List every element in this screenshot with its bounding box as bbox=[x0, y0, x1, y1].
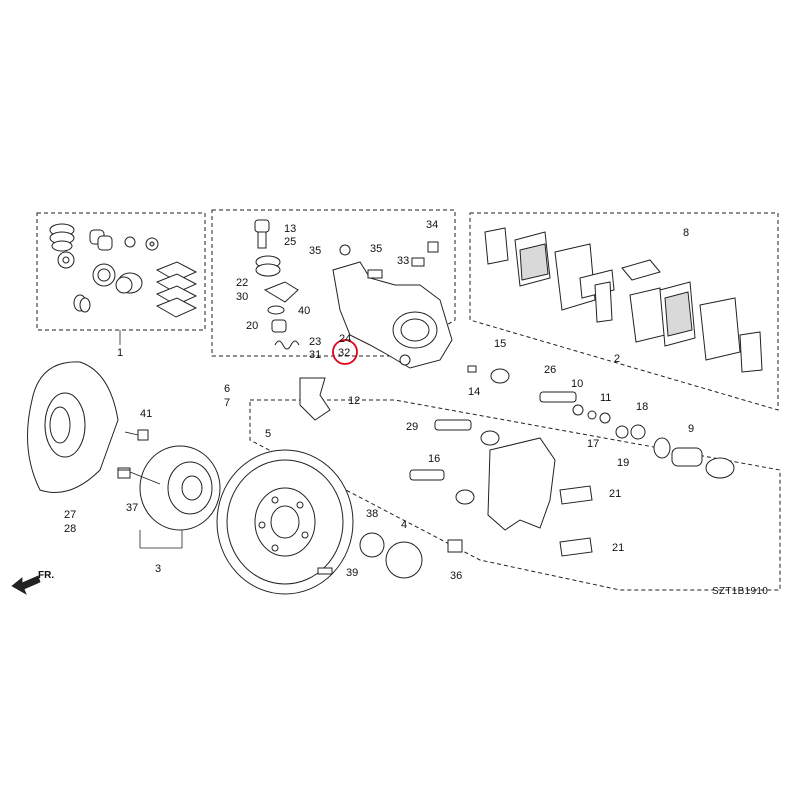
label-7: 7 bbox=[224, 397, 230, 409]
brake-rotor bbox=[216, 449, 354, 595]
label-9: 9 bbox=[688, 423, 694, 435]
label-3: 3 bbox=[155, 563, 161, 575]
label-16: 16 bbox=[428, 453, 440, 465]
label-13: 13 bbox=[284, 223, 296, 235]
label-33: 33 bbox=[397, 255, 409, 267]
label-31: 31 bbox=[309, 349, 321, 361]
label-18: 18 bbox=[636, 401, 648, 413]
label-8: 8 bbox=[683, 227, 689, 239]
label-40: 40 bbox=[298, 305, 310, 317]
brake-pads bbox=[484, 227, 763, 373]
splash-shield bbox=[27, 361, 119, 493]
label-32: 32 bbox=[338, 347, 350, 359]
label-34: 34 bbox=[426, 219, 438, 231]
label-20: 20 bbox=[246, 320, 258, 332]
label-21b: 21 bbox=[612, 542, 624, 554]
label-1: 1 bbox=[117, 347, 123, 359]
label-14: 14 bbox=[468, 386, 480, 398]
label-4: 4 bbox=[401, 519, 407, 531]
caliper-parts bbox=[254, 219, 453, 421]
label-25: 25 bbox=[284, 236, 296, 248]
label-23: 23 bbox=[309, 336, 321, 348]
label-26: 26 bbox=[544, 364, 556, 376]
label-10: 10 bbox=[571, 378, 583, 390]
label-19: 19 bbox=[617, 457, 629, 469]
label-35a: 35 bbox=[309, 245, 321, 257]
label-35b: 35 bbox=[370, 243, 382, 255]
label-5: 5 bbox=[265, 428, 271, 440]
label-17: 17 bbox=[587, 438, 599, 450]
seal-kit-box bbox=[36, 212, 206, 345]
seal-kit-parts bbox=[49, 223, 198, 318]
highlight-ring bbox=[332, 339, 358, 365]
label-12: 12 bbox=[348, 395, 360, 407]
front-direction-arrow-icon: FR. bbox=[11, 570, 54, 595]
label-36: 36 bbox=[450, 570, 462, 582]
label-22: 22 bbox=[236, 277, 248, 289]
part-labels: 1 2 3 4 5 6 7 8 9 10 11 12 13 14 15 16 1… bbox=[64, 219, 694, 582]
label-28: 28 bbox=[64, 523, 76, 535]
label-6: 6 bbox=[224, 383, 230, 395]
label-39: 39 bbox=[346, 567, 358, 579]
label-29: 29 bbox=[406, 421, 418, 433]
label-27: 27 bbox=[64, 509, 76, 521]
direction-label: FR. bbox=[38, 570, 54, 581]
label-41: 41 bbox=[140, 408, 152, 420]
label-38: 38 bbox=[366, 508, 378, 520]
diagram-code: SZT1B1910 bbox=[712, 586, 768, 597]
label-15: 15 bbox=[494, 338, 506, 350]
caliper-bracket-box bbox=[249, 399, 781, 591]
caliper-bracket-parts bbox=[409, 365, 735, 557]
label-30: 30 bbox=[236, 291, 248, 303]
label-21a: 21 bbox=[609, 488, 621, 500]
label-37: 37 bbox=[126, 502, 138, 514]
label-2: 2 bbox=[614, 353, 620, 365]
pad-kit-box bbox=[469, 212, 779, 411]
misc-hardware bbox=[117, 429, 463, 579]
hub-bearing bbox=[117, 445, 221, 531]
label-24: 24 bbox=[339, 333, 351, 345]
label-11: 11 bbox=[600, 392, 611, 404]
